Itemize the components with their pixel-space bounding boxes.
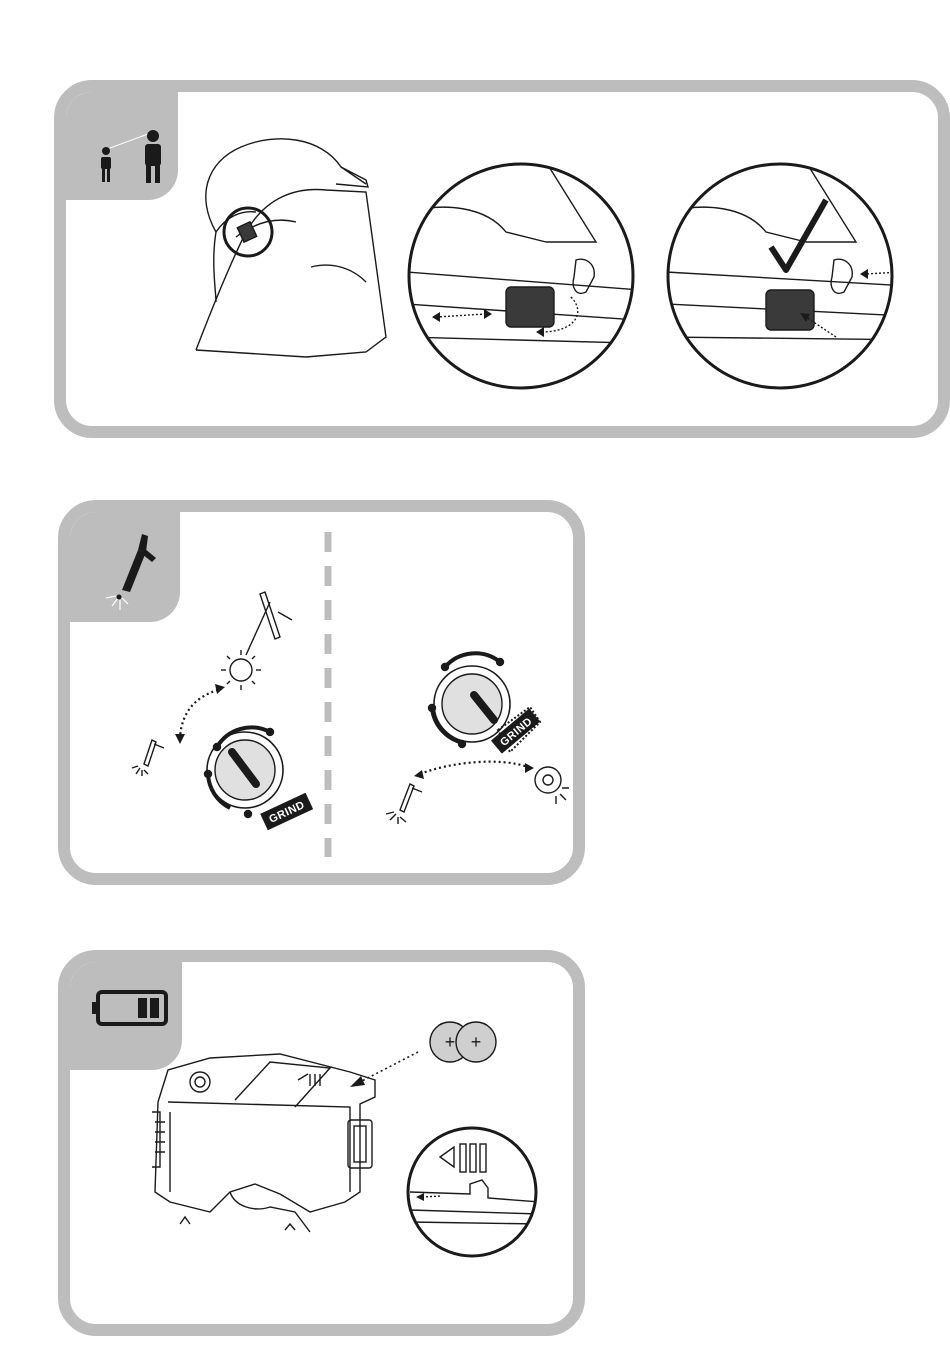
weld-mode-left: GRIND xyxy=(132,592,313,830)
svg-text:+: + xyxy=(445,1032,456,1052)
coin-batteries: + + xyxy=(430,1022,496,1062)
shade-knob[interactable] xyxy=(429,653,541,752)
battery-illustrations: + + xyxy=(70,962,573,1324)
headband-locked-zoom xyxy=(666,162,926,388)
panel-battery-replace: + + xyxy=(58,950,585,1336)
headband-illustrations xyxy=(66,92,938,426)
svg-text:+: + xyxy=(471,1032,482,1052)
panel-headband-fit xyxy=(54,80,950,438)
mode-illustrations: GRIND GRIND xyxy=(70,512,573,873)
helmet-side-view xyxy=(196,139,386,357)
grind-mode-right: GRIND xyxy=(386,653,569,824)
headband-adjust-zoom xyxy=(406,162,666,388)
adf-cartridge xyxy=(152,1054,375,1232)
shade-knob[interactable] xyxy=(205,727,284,817)
panel-weld-grind-mode: GRIND GRIND xyxy=(58,500,585,885)
battery-latch-zoom xyxy=(408,1128,540,1256)
